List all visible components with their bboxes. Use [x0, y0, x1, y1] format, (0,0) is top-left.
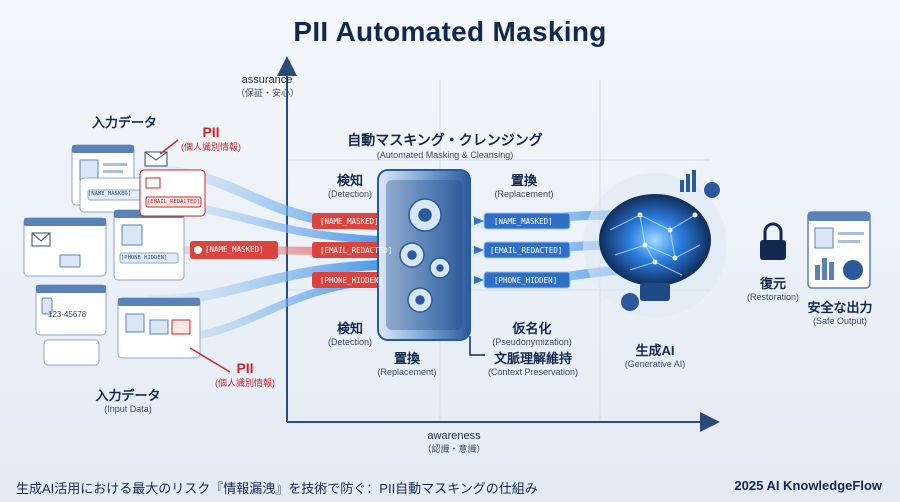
right-tag-name: [NAME_MASKED] [494, 217, 553, 226]
input-top-label: 入力データ [92, 115, 158, 130]
bar-chart-icon [680, 170, 696, 192]
input-document-cards [23, 139, 231, 373]
card-text-email: [EMAIL_REDACTED] [147, 199, 200, 205]
y-axis-label: assurance （保証・安心） [236, 74, 300, 98]
card-text-phone: [PHONE_HIDDEN] [121, 255, 168, 261]
detect-top-label: 検知 (Detection) [327, 173, 372, 199]
card-text-number: 123-45678 [48, 310, 87, 319]
left-red-tags [312, 213, 402, 288]
x-axis-label: awareness （認識・意識） [422, 430, 486, 454]
lock-icon [760, 222, 786, 260]
right-blue-tags [474, 212, 571, 289]
replace-top-label: 置換 (Replacement) [494, 173, 554, 199]
safe-output-document [807, 211, 871, 289]
pii-top-label: PII (個人識別情報) [181, 124, 241, 152]
pie-chart-icon [704, 182, 720, 198]
replace-bottom-label: 置換 (Replacement) [377, 351, 437, 377]
database-icon [621, 293, 639, 311]
pseudonymization-label: 仮名化 (Pseudonymization) [492, 321, 572, 347]
safe-output-label: 安全な出力 (Safe Output) [807, 300, 873, 326]
left-tag-name: [NAME_MASKED] [320, 217, 379, 226]
doc-card-redacted-email [139, 169, 206, 217]
doc-card-phone [35, 284, 107, 366]
masking-engine [377, 169, 485, 356]
detect-bottom-label: 検知 (Detection) [327, 321, 372, 347]
footer-credit: 2025 AI KnowledgeFlow [734, 478, 882, 493]
doc-card-envelope-small [144, 151, 168, 167]
left-tag-phone: [PHONE_HIDDEN] [320, 276, 384, 285]
flow-tag-text: [NAME_MASKED] [205, 245, 264, 254]
gear-icon [399, 198, 451, 313]
flow-tag-red [190, 241, 278, 259]
right-tag-phone: [PHONE_HIDDEN] [494, 276, 558, 285]
doc-card-group-bottom [117, 297, 201, 359]
pii-top-pointer [159, 139, 179, 155]
right-tag-email: [EMAIL_REDACTED] [490, 246, 563, 255]
brain-icon [583, 170, 727, 317]
input-bottom-label: 入力データ (Input Data) [95, 388, 161, 414]
context-preservation-label: 文脈理解維持 (Context Preservation) [487, 351, 579, 377]
restoration-label: 復元 (Restoration) [746, 276, 800, 302]
pii-bottom-label: PII (個人識別情報) [215, 360, 275, 388]
engine-title: 自動マスキング・クレンジング (Automated Masking & Clea… [347, 132, 543, 160]
doc-card-id [113, 209, 185, 281]
page-title: PII Automated Masking [293, 16, 607, 47]
left-tag-email: [EMAIL_REDACTED] [320, 246, 393, 255]
doc-card-email-left [23, 217, 107, 277]
footer-caption: 生成AI活用における最大のリスク『情報漏洩』を技術で防ぐ：PII自動マスキングの… [16, 481, 538, 496]
card-text-name: [NAME_MASKED] [88, 191, 132, 197]
pii-bottom-pointer [189, 347, 231, 373]
generative-ai-label: 生成AI (Generative AI) [624, 343, 686, 369]
